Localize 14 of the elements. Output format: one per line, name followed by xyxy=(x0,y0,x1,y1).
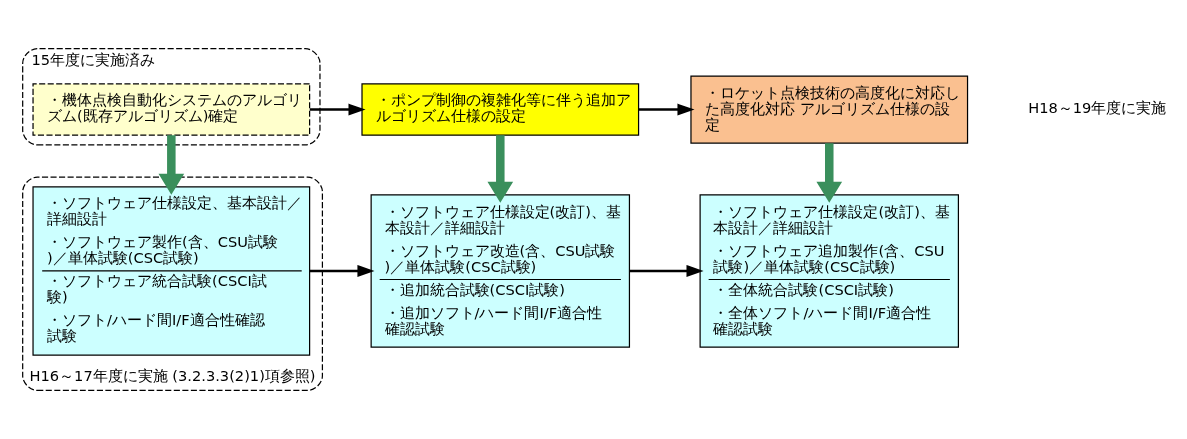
arrow xyxy=(309,103,366,116)
node-box: ・ソフトウェア仕様設定(改訂)、基本設計／詳細設計 ・ソフトウェア改造(含、CSU試験)／単体試験(CSC試験) ・追加統合試験(CSCI試験) ・追加ソフト/ハード間I/F適合性確認試験 xyxy=(370,194,631,348)
node-box: ・ソフトウェア仕様設定、基本設計／詳細設計 ・ソフトウェア製作(含、CSU試験)／単体試験(CSC試験) ・ソフトウェア統合試験(CSCI試験) ・ソフト/ハード間I/F適合性確認試験 xyxy=(32,186,311,356)
arrow xyxy=(309,265,375,277)
node-box: ・ポンプ制御の複雑化等に伴う追加アルゴリズム仕様の設定 xyxy=(361,83,640,136)
arrow xyxy=(816,143,843,203)
arrow xyxy=(629,265,704,277)
arrow xyxy=(158,135,185,195)
label: H18～19年度に実施 xyxy=(1028,99,1167,117)
node-box: ・機体点検自動化システムのアルゴリズム(既存アルゴリズム)確定 xyxy=(32,83,311,136)
node-box: ・ロケット点検技術の高度化に対応した高度化対応 アルゴリズム仕様の設定 xyxy=(690,75,969,144)
node-box: ・ソフトウェア仕様設定(改訂)、基本設計／詳細設計 ・ソフトウェア追加製作(含、CSU試験)／単体試験(CSC試験) ・全体統合試験(CSCI試験) ・全体ソフト/ハード間I/F適合性確認試験 xyxy=(699,194,959,348)
arrow xyxy=(487,135,514,203)
arrow xyxy=(638,103,695,116)
